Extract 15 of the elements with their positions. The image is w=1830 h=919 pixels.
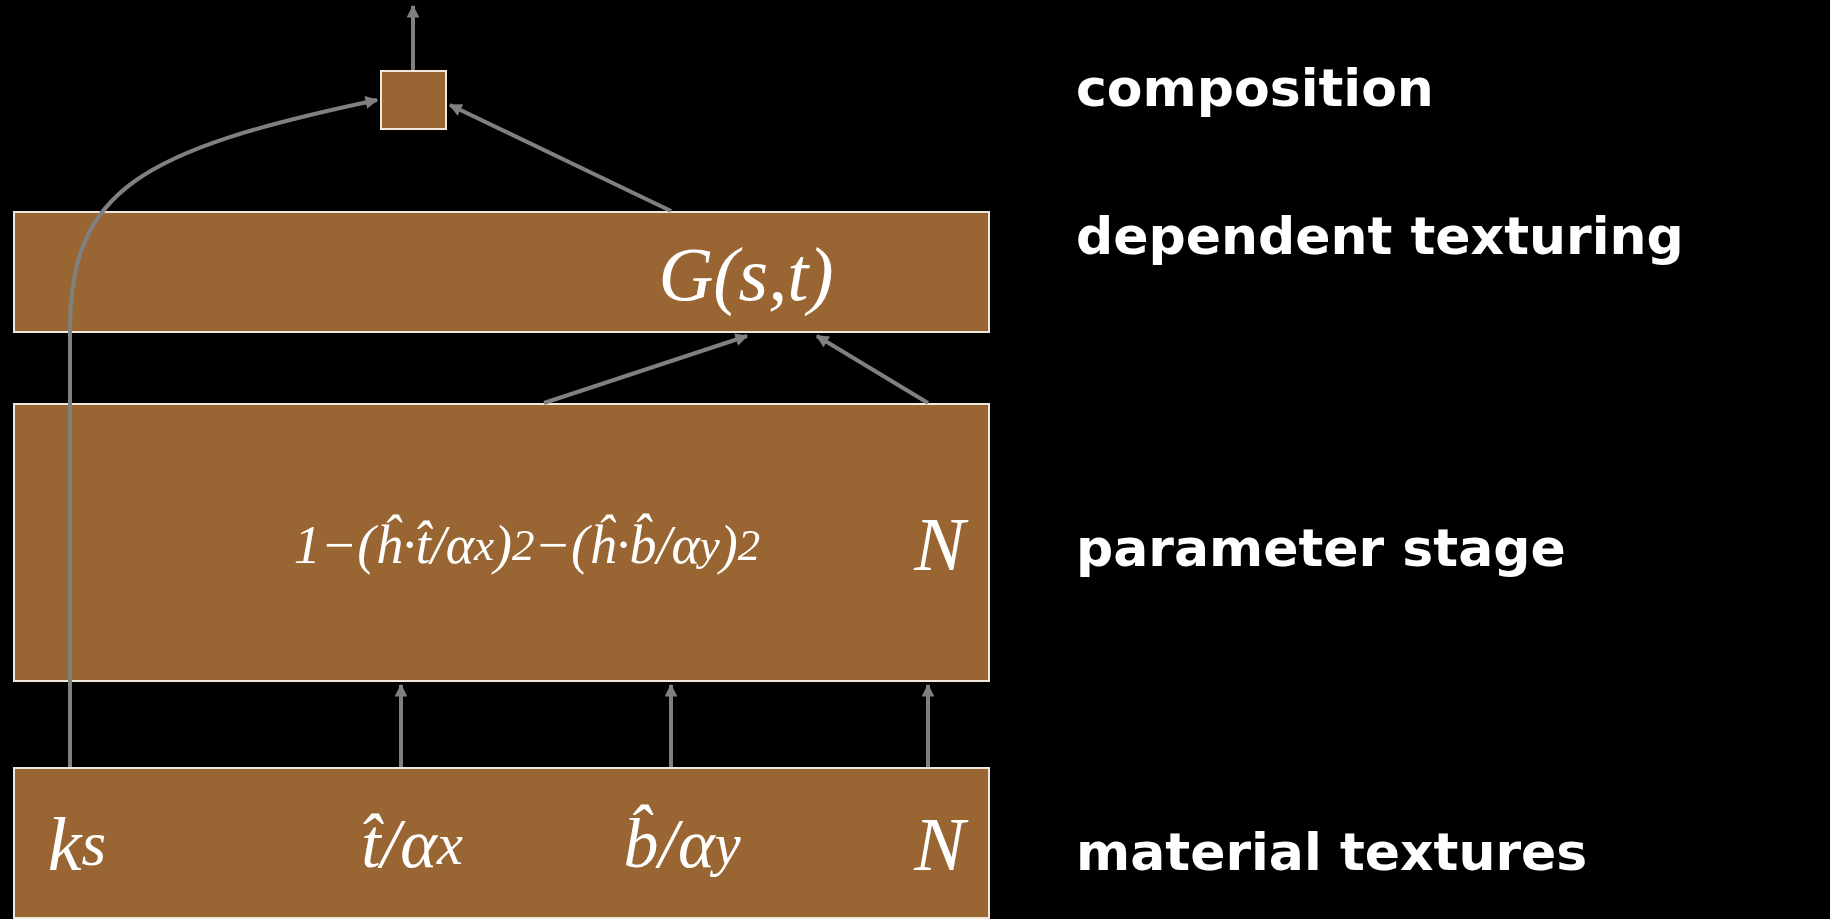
- composition-square: [380, 70, 447, 130]
- stage-label: material textures: [1076, 826, 1588, 878]
- symbol-text: N: [892, 405, 987, 684]
- arrow: [68, 96, 379, 767]
- arrow: [664, 683, 678, 767]
- arrow: [394, 683, 408, 767]
- formula-text: G(s,t): [620, 213, 872, 335]
- stage-band: [13, 767, 990, 919]
- arrow: [921, 683, 935, 767]
- stage-band: [13, 403, 990, 682]
- stage-band: [13, 211, 990, 333]
- arrow: [406, 4, 420, 70]
- symbol-text: N: [892, 769, 987, 919]
- arrow: [815, 334, 930, 405]
- arrow: [448, 103, 672, 213]
